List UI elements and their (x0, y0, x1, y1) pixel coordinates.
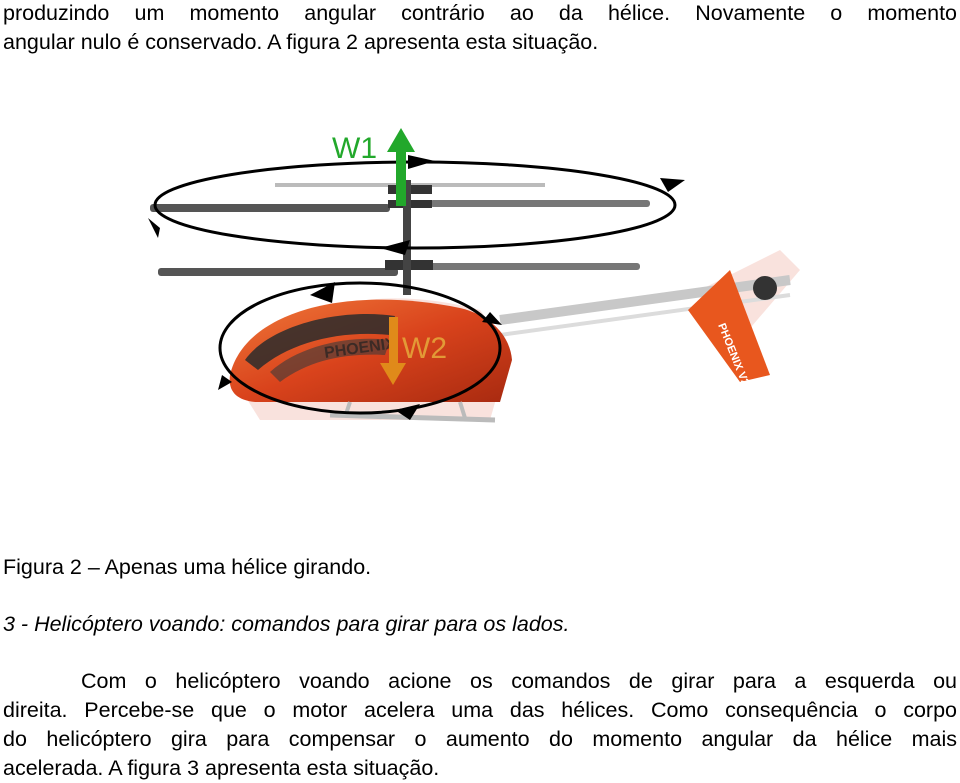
label-w2: W2 (402, 332, 447, 365)
rotation-ellipse-rotor (148, 155, 685, 255)
paragraph-line-3: do helicóptero gira para compensar o aum… (3, 727, 957, 751)
rotation-arrow-icon (310, 282, 335, 303)
intro-line-2: angular nulo é conservado. A figura 2 ap… (3, 30, 599, 54)
helicopter-figure: PHOENIX V2 PHOENIX W1 W2 (148, 128, 800, 423)
w1-arrow (387, 128, 415, 206)
rotation-ellipse-body (218, 281, 502, 420)
rotation-arrow-icon (218, 375, 232, 390)
rotor-shaft (403, 180, 411, 295)
rotation-arrow-icon (660, 178, 685, 192)
lower-rotor (158, 260, 640, 276)
paragraph-line-4: acelerada. A figura 3 apresenta esta sit… (3, 756, 440, 780)
rotation-arrow-icon (148, 218, 160, 238)
section-heading: 3 - Helicóptero voando: comandos para gi… (3, 612, 570, 636)
rotation-arrow-icon (380, 240, 410, 255)
paragraph-line-2: direita. Percebe-se que o motor acelera … (3, 698, 957, 722)
paragraph-line-1: Com o helicóptero voando acione os coman… (81, 669, 957, 693)
intro-line-1: produzindo um momento angular contrário … (3, 1, 957, 25)
w2-arrow (380, 317, 406, 385)
figure-caption: Figura 2 – Apenas uma hélice girando. (3, 555, 372, 579)
rotation-arrow-icon (482, 312, 502, 325)
rotation-arrow-icon (408, 155, 435, 169)
rotation-arrow-icon (395, 404, 420, 420)
label-w1: W1 (332, 132, 377, 165)
helicopter-body: PHOENIX (229, 299, 512, 423)
